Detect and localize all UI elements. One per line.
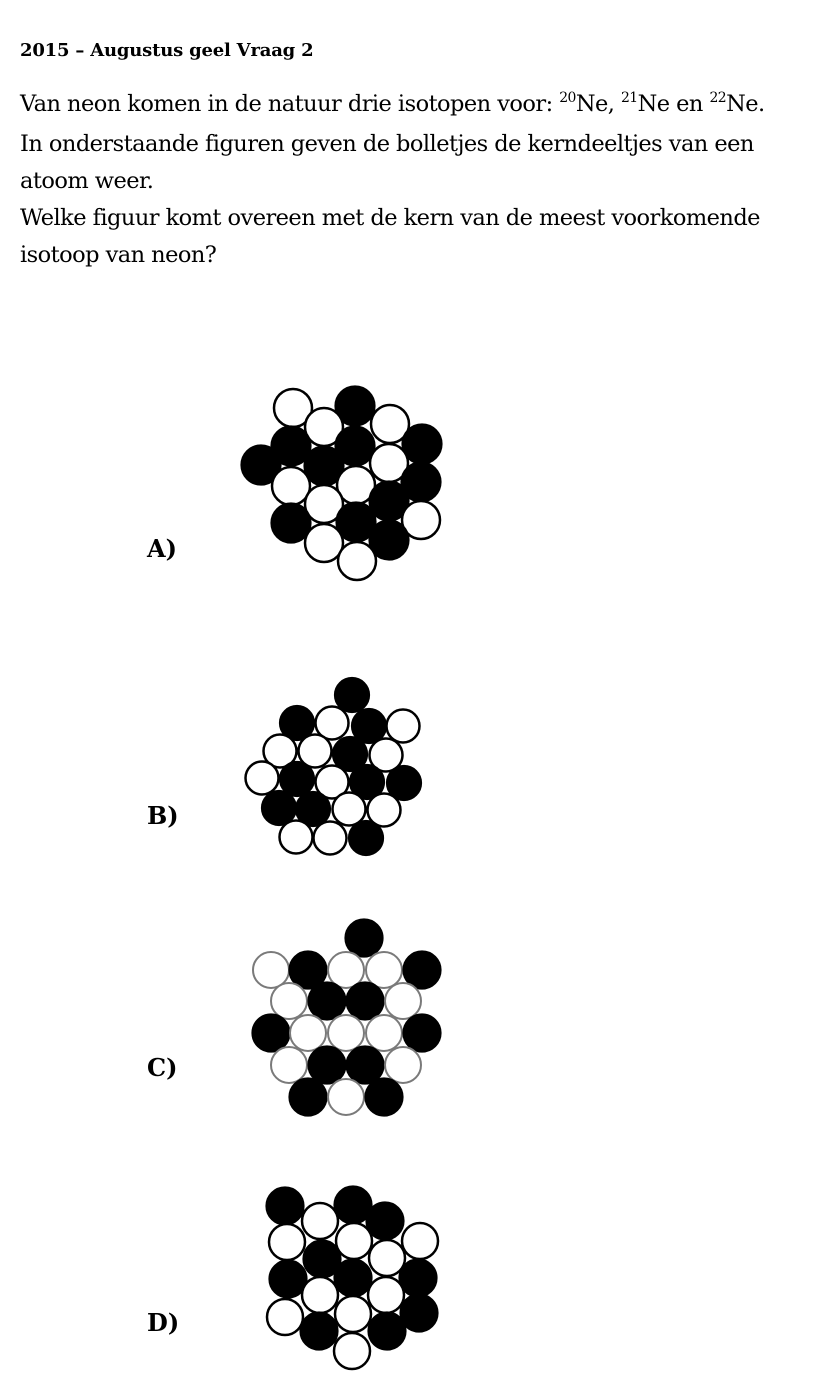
separator: en: [669, 91, 710, 117]
proton-ball: [364, 1077, 404, 1117]
proton-ball: [288, 1077, 328, 1117]
neutron-ball: [334, 1221, 374, 1261]
proton-ball: [345, 981, 385, 1021]
neutron-ball: [384, 982, 422, 1020]
proton-ball: [278, 760, 316, 798]
sentence-end: .: [758, 91, 765, 117]
option-b-nucleus-figure[interactable]: [244, 676, 423, 857]
proton-ball: [331, 735, 369, 773]
neutron-ball: [384, 1046, 422, 1084]
option-d-nucleus-figure[interactable]: [265, 1185, 440, 1371]
neutron-ball: [327, 1078, 365, 1116]
neutron-ball: [331, 791, 367, 827]
isotope-21-symbol: Ne: [637, 91, 670, 117]
neutron-ball: [327, 951, 365, 989]
proton-ball: [265, 1186, 305, 1226]
isotopes-intro: Van neon komen in de natuur drie isotope…: [20, 91, 560, 117]
neutron-ball: [300, 1201, 340, 1241]
option-d-label[interactable]: D): [147, 1308, 180, 1337]
proton-ball: [399, 1293, 439, 1333]
proton-ball: [288, 950, 328, 990]
proton-ball: [345, 1045, 385, 1085]
neutron-ball: [336, 540, 378, 582]
option-a-nucleus-figure[interactable]: [240, 385, 443, 582]
proton-ball: [278, 704, 316, 742]
proton-ball: [307, 981, 347, 1021]
neutron-ball: [312, 820, 348, 856]
proton-ball: [385, 764, 423, 802]
neutron-ball: [366, 1275, 406, 1315]
proton-ball: [367, 1311, 407, 1351]
proton-ball: [333, 676, 371, 714]
proton-ball: [299, 1311, 339, 1351]
neutron-ball: [327, 1014, 365, 1052]
isotope-22-symbol: Ne: [726, 91, 758, 117]
question-line-isotopes: Van neon komen in de natuur drie isotope…: [20, 86, 815, 126]
proton-ball: [270, 502, 312, 544]
proton-ball: [333, 1258, 373, 1298]
neutron-ball: [289, 1014, 327, 1052]
proton-ball: [398, 1258, 438, 1298]
question-header: 2015 – Augustus geel Vraag 2: [20, 40, 314, 61]
neutron-ball: [367, 1238, 407, 1278]
neutron-ball: [400, 499, 442, 541]
proton-ball: [402, 1013, 442, 1053]
neutron-ball: [385, 708, 421, 744]
neutron-ball: [244, 760, 280, 796]
option-b-label[interactable]: B): [147, 801, 179, 830]
proton-ball: [307, 1045, 347, 1085]
question-text: Van neon komen in de natuur drie isotope…: [20, 86, 815, 274]
option-c-nucleus-figure[interactable]: [251, 918, 442, 1117]
question-line-prompt: Welke figuur komt overeen met de kern va…: [20, 205, 761, 268]
neutron-ball: [270, 1046, 308, 1084]
neutron-ball: [262, 733, 298, 769]
neutron-ball: [270, 982, 308, 1020]
neutron-ball: [314, 705, 350, 741]
neutron-ball: [365, 1014, 403, 1052]
neutron-ball: [297, 733, 333, 769]
neutron-ball: [267, 1222, 307, 1262]
neutron-ball: [368, 737, 404, 773]
question-line-figures: In onderstaande figuren geven de bolletj…: [20, 131, 754, 194]
proton-ball: [251, 1013, 291, 1053]
isotope-20-mass-number: 20: [559, 90, 576, 107]
proton-ball: [260, 789, 298, 827]
neutron-ball: [333, 1294, 373, 1334]
option-c-label[interactable]: C): [147, 1053, 178, 1082]
isotope-20-symbol: Ne: [575, 91, 608, 117]
proton-ball: [347, 819, 385, 857]
isotope-21-mass-number: 21: [620, 90, 638, 107]
neutron-ball: [265, 1297, 305, 1337]
neutron-ball: [270, 465, 312, 507]
proton-ball: [270, 425, 312, 467]
neutron-ball: [332, 1331, 372, 1371]
proton-ball: [268, 1259, 308, 1299]
neutron-ball: [365, 951, 403, 989]
neutron-ball: [366, 792, 402, 828]
proton-ball: [294, 790, 332, 828]
neutron-ball: [300, 1275, 340, 1315]
proton-ball: [240, 444, 282, 486]
neutron-ball: [278, 819, 314, 855]
proton-ball: [344, 918, 384, 958]
proton-ball: [402, 950, 442, 990]
neutron-ball: [252, 951, 290, 989]
option-a-label[interactable]: A): [147, 534, 177, 563]
proton-ball: [365, 1201, 405, 1241]
proton-ball: [368, 519, 410, 561]
isotope-22-mass-number: 22: [709, 90, 727, 107]
proton-ball: [348, 763, 386, 801]
neutron-ball: [303, 522, 345, 564]
neutron-ball: [314, 764, 350, 800]
separator: ,: [607, 91, 621, 117]
neutron-ball: [400, 1221, 440, 1261]
